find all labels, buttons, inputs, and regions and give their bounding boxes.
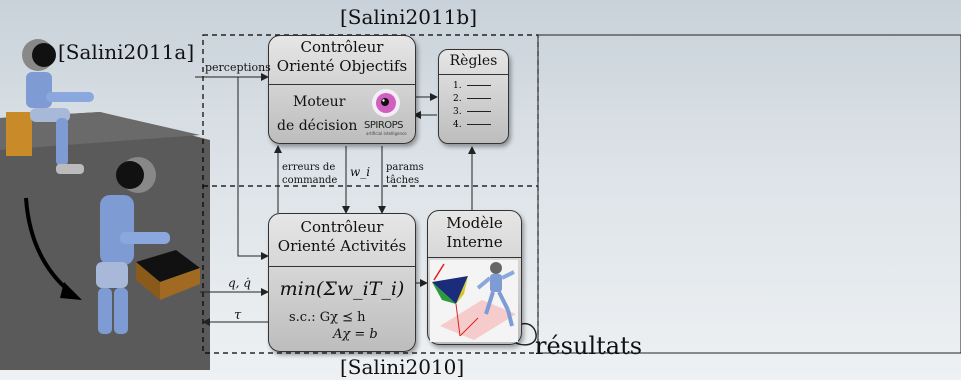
rule-item-3: 3. — [453, 105, 491, 118]
spirops-logo-subtitle: artificial intelligence — [366, 131, 407, 136]
state-label: q, q̇ — [228, 276, 251, 290]
motion-arrow — [24, 197, 72, 294]
objective-formula: min(Σw_iT_i) — [279, 278, 405, 300]
torque-label: τ — [234, 308, 242, 323]
errors-label-2: commande — [282, 175, 338, 186]
internal-model-title-1: Modèle — [446, 214, 503, 232]
rules-title: Règles — [449, 53, 498, 69]
rule-item-1: 1. — [453, 79, 491, 92]
robot-scene-illustration — [0, 39, 210, 370]
rule-item-2: 2. — [453, 92, 491, 105]
constraint-line-2: Aχ = b — [333, 327, 378, 342]
perceptions-label: perceptions — [205, 61, 271, 74]
standing-robot — [96, 157, 170, 334]
rules-divider — [439, 74, 508, 75]
ref-bottom: [Salini2010] — [340, 355, 465, 379]
rules-box: Règles 1. 2. 3. 4. — [438, 49, 509, 144]
activity-controller-title-1: Contrôleur — [300, 218, 384, 236]
params-label-2: tâches — [386, 175, 420, 186]
internal-model-box: Modèle Interne — [427, 210, 522, 345]
spirops-logo-text: SPIROPS — [364, 120, 404, 131]
outer-dashed-frame — [202, 34, 539, 354]
sitting-robot — [22, 39, 94, 174]
spirops-eye-icon — [372, 89, 400, 117]
right-frame — [537, 34, 961, 354]
params-label-1: params — [386, 162, 424, 173]
rule-item-4: 4. — [453, 118, 491, 131]
rules-list: 1. 2. 3. 4. — [453, 79, 491, 131]
ref-left: [Salini2011a] — [58, 40, 195, 64]
activity-divider — [269, 266, 415, 267]
perceptions-to-activity-arrow — [237, 77, 269, 260]
goal-controller-title-1: Contrôleur — [300, 38, 384, 56]
results-label: résultats — [535, 332, 643, 360]
goal-controller-box: Contrôleur Orienté Objectifs Moteur de d… — [268, 35, 416, 144]
activity-controller-title-2: Orienté Activités — [277, 237, 407, 255]
goal-controller-title-2: Orienté Objectifs — [276, 57, 408, 75]
chair — [6, 112, 32, 156]
decision-engine-label-2: de décision — [277, 118, 358, 134]
internal-model-title-2: Interne — [446, 233, 503, 251]
goal-divider — [269, 84, 415, 85]
errors-label-1: erreurs de — [282, 162, 336, 173]
constraint-line-1: s.c.: Gχ ⪯ h — [289, 310, 366, 325]
activity-controller-box: Contrôleur Orienté Activités min(Σw_iT_i… — [268, 213, 416, 352]
simulation-thumbnail — [430, 260, 518, 342]
weights-label: w_i — [350, 165, 371, 179]
internal-model-divider — [428, 257, 521, 258]
ref-top: [Salini2011b] — [340, 5, 478, 29]
decision-engine-label-1: Moteur — [293, 94, 346, 110]
